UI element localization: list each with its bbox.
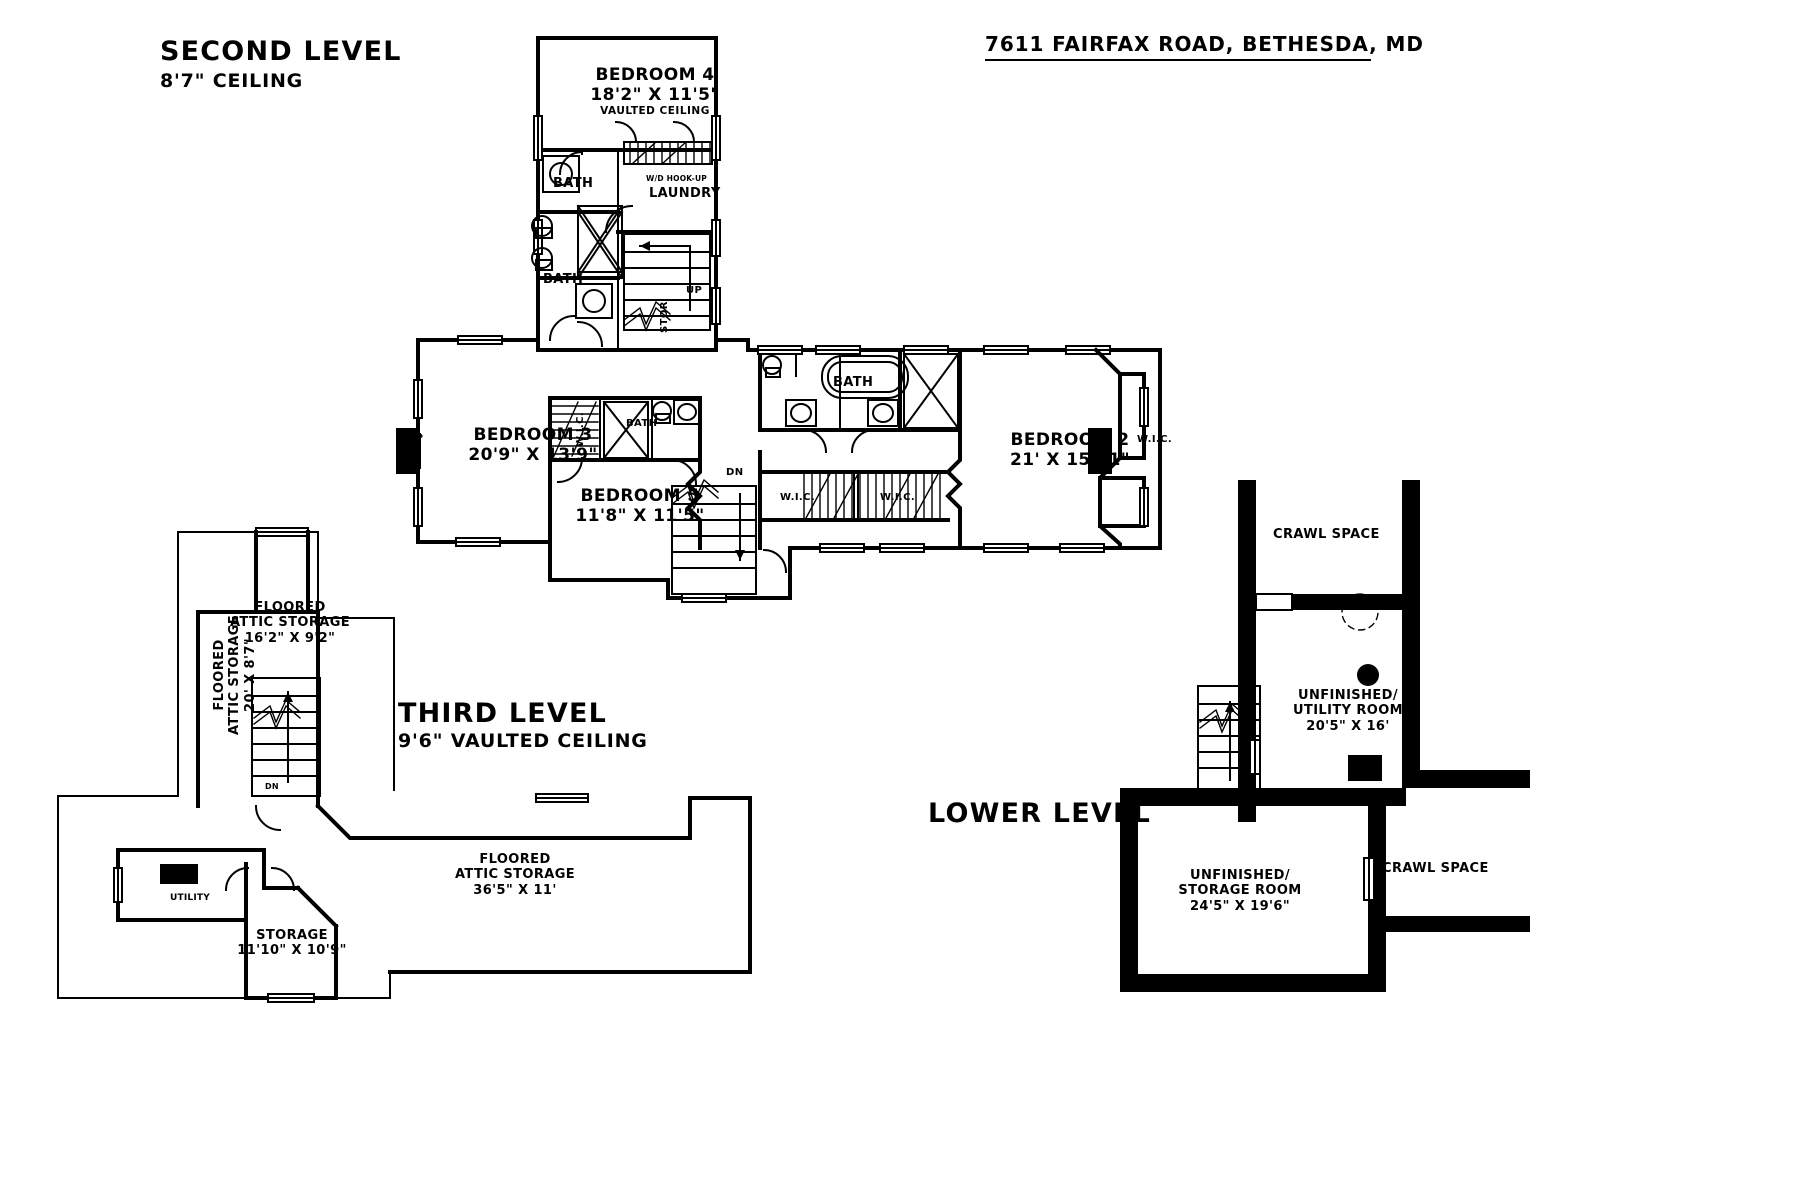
room-dims: 24'5" X 19'6" <box>1189 898 1291 914</box>
label-wic-right: W.I.C. <box>880 492 916 503</box>
label-bath-upper-1: BATH <box>553 176 594 191</box>
room-dims: 21' X 15'11" <box>1010 450 1130 471</box>
label-crawl-space-bottom: CRAWL SPACE <box>1382 861 1489 876</box>
label-bath-upper-2: BATH <box>543 272 584 287</box>
room-name-line-1: FLOORED <box>212 639 227 711</box>
room-name-line-2: ATTIC STORAGE <box>227 614 243 736</box>
property-address: 7611 FAIRFAX ROAD, BETHESDA, MD <box>985 32 1424 56</box>
label-laundry: LAUNDRY <box>649 186 721 201</box>
room-dims: 20' X 8'7" <box>242 638 258 712</box>
label-stairs-dn-second: DN <box>726 467 744 478</box>
label-fp-bedroom-2: FP <box>1101 435 1113 444</box>
room-attic-storage-2: FLOORED ATTIC STORAGE 20' X 8'7" <box>212 550 258 800</box>
label-utility-third: UTILITY <box>170 893 210 903</box>
room-name: BEDROOM 5 <box>580 486 700 506</box>
room-attic-storage-1: FLOORED ATTIC STORAGE 16'2" X 9'2" <box>200 600 380 646</box>
room-name: BEDROOM 4 <box>595 65 715 85</box>
label-wd-hookup: W/D HOOK-UP <box>646 174 707 183</box>
room-name-line-2: ATTIC STORAGE <box>454 867 576 883</box>
third-level-title: THIRD LEVEL <box>398 698 608 729</box>
second-level-ceiling: 8'7" CEILING <box>160 70 304 92</box>
room-dims: 36'5" X 11' <box>473 882 557 898</box>
label-stor: STOR <box>659 301 670 333</box>
room-dims: 11'8" X 11'5" <box>575 506 705 527</box>
third-level-ceiling: 9'6" VAULTED CEILING <box>398 730 648 752</box>
label-wic-bedroom-5: W.I.C. <box>575 411 586 447</box>
room-dims: 20'5" X 16' <box>1306 718 1390 734</box>
second-level-plan <box>396 36 1162 603</box>
room-bedroom-2: BEDROOM 2 21' X 15'11" <box>985 430 1155 470</box>
label-stairs-up-second: UP <box>686 285 703 296</box>
lower-level-title: LOWER LEVEL <box>928 798 1152 829</box>
room-note: VAULTED CEILING <box>600 105 710 118</box>
room-bedroom-5: BEDROOM 5 11'8" X 11'5" <box>560 486 720 526</box>
label-wic-bedroom-2: W.I.C. <box>1137 434 1173 445</box>
room-bedroom-4: BEDROOM 4 18'2" X 11'5" VAULTED CEILING <box>575 65 735 117</box>
third-level-plan <box>57 527 752 1003</box>
room-name: BEDROOM 2 <box>1010 430 1130 450</box>
room-name-line-1: UNFINISHED/ <box>1190 868 1290 883</box>
room-unfinished-storage: UNFINISHED/ STORAGE ROOM 24'5" X 19'6" <box>1140 868 1340 914</box>
room-dims: 16'2" X 9'2" <box>244 630 336 646</box>
room-dims: 20'9" X 13'9" <box>468 445 598 466</box>
room-name-line-1: UNFINISHED/ <box>1298 688 1398 703</box>
label-stairs-dn-third: DN <box>265 782 279 791</box>
room-dims: 11'10" X 10'9" <box>237 943 347 959</box>
room-name-line-2: UTILITY ROOM <box>1292 703 1404 719</box>
room-name-line-1: FLOORED <box>254 600 326 615</box>
room-name-line-2: ATTIC STORAGE <box>229 615 351 631</box>
label-wic-left: W.I.C. <box>780 492 816 503</box>
label-bath-master: BATH <box>833 375 874 390</box>
label-crawl-space-top: CRAWL SPACE <box>1273 527 1380 542</box>
room-bedroom-3: BEDROOM 3 20'9" X 13'9" <box>448 425 618 465</box>
room-attic-storage-3: FLOORED ATTIC STORAGE 36'5" X 11' <box>425 852 605 898</box>
label-stairs-up-lower: UP <box>1206 789 1221 799</box>
lower-level-plan <box>1120 480 1530 992</box>
room-name-line-1: FLOORED <box>479 852 551 867</box>
room-name-line-2: STORAGE ROOM <box>1178 883 1302 899</box>
room-storage-third: STORAGE 11'10" X 10'9" <box>202 928 382 959</box>
room-dims: 18'2" X 11'5" <box>590 85 720 106</box>
label-fp-bedroom-3: FP <box>412 433 424 442</box>
room-name-line-1: STORAGE <box>256 928 328 943</box>
address-underline <box>985 59 1371 61</box>
second-level-title: SECOND LEVEL <box>160 36 402 67</box>
label-bath-bedroom-5: BATH <box>626 418 658 429</box>
room-name: BEDROOM 3 <box>473 425 593 445</box>
room-unfinished-utility: UNFINISHED/ UTILITY ROOM 20'5" X 16' <box>1248 688 1448 734</box>
